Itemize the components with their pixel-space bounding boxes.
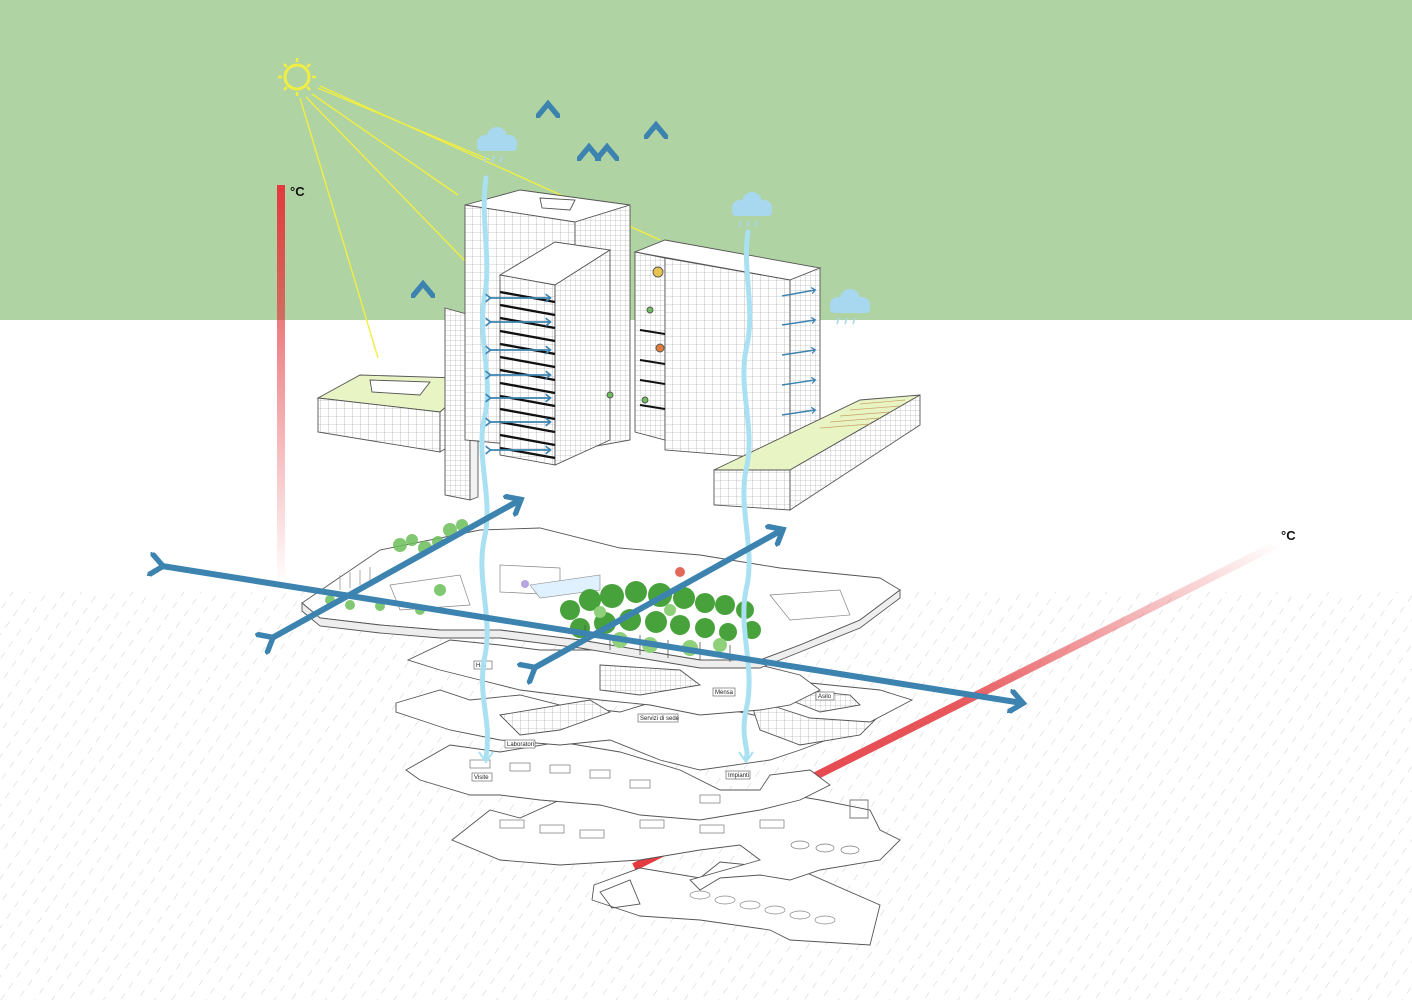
- east-wing-building: [713, 394, 921, 511]
- tower-ventilation-arrows: [490, 290, 815, 450]
- basement-level-2: [451, 789, 901, 891]
- rain-cloud-icon: [830, 289, 870, 325]
- floor-label-asilo: Asilo: [818, 694, 832, 700]
- rain-cloud-icon: [732, 192, 772, 228]
- temperature-label-right: °C: [1281, 528, 1296, 543]
- floor-label-mensa: Mensa: [715, 690, 734, 696]
- basement-level-1: [405, 741, 831, 821]
- west-wing-building: [316, 374, 461, 453]
- central-tower-front: [498, 241, 612, 466]
- sun-icon: [278, 58, 316, 96]
- temperature-label-left: °C: [290, 184, 305, 199]
- floor-label-laboratori: Laboratori: [507, 742, 534, 748]
- east-tower: [606, 239, 822, 461]
- rising-air-arrows: [423, 105, 656, 595]
- rain-clouds: [477, 127, 870, 325]
- floor-label-impianti: Impianti: [728, 773, 749, 779]
- rain-cloud-icon: [477, 127, 517, 163]
- water-stream-ends: [478, 751, 754, 764]
- cross-ventilation-arrows: [162, 500, 1022, 703]
- floor-label-visite: Visite: [474, 775, 489, 781]
- temperature-bar-left: [277, 185, 285, 585]
- floor-label-servizi: Servizi di sede: [640, 716, 680, 722]
